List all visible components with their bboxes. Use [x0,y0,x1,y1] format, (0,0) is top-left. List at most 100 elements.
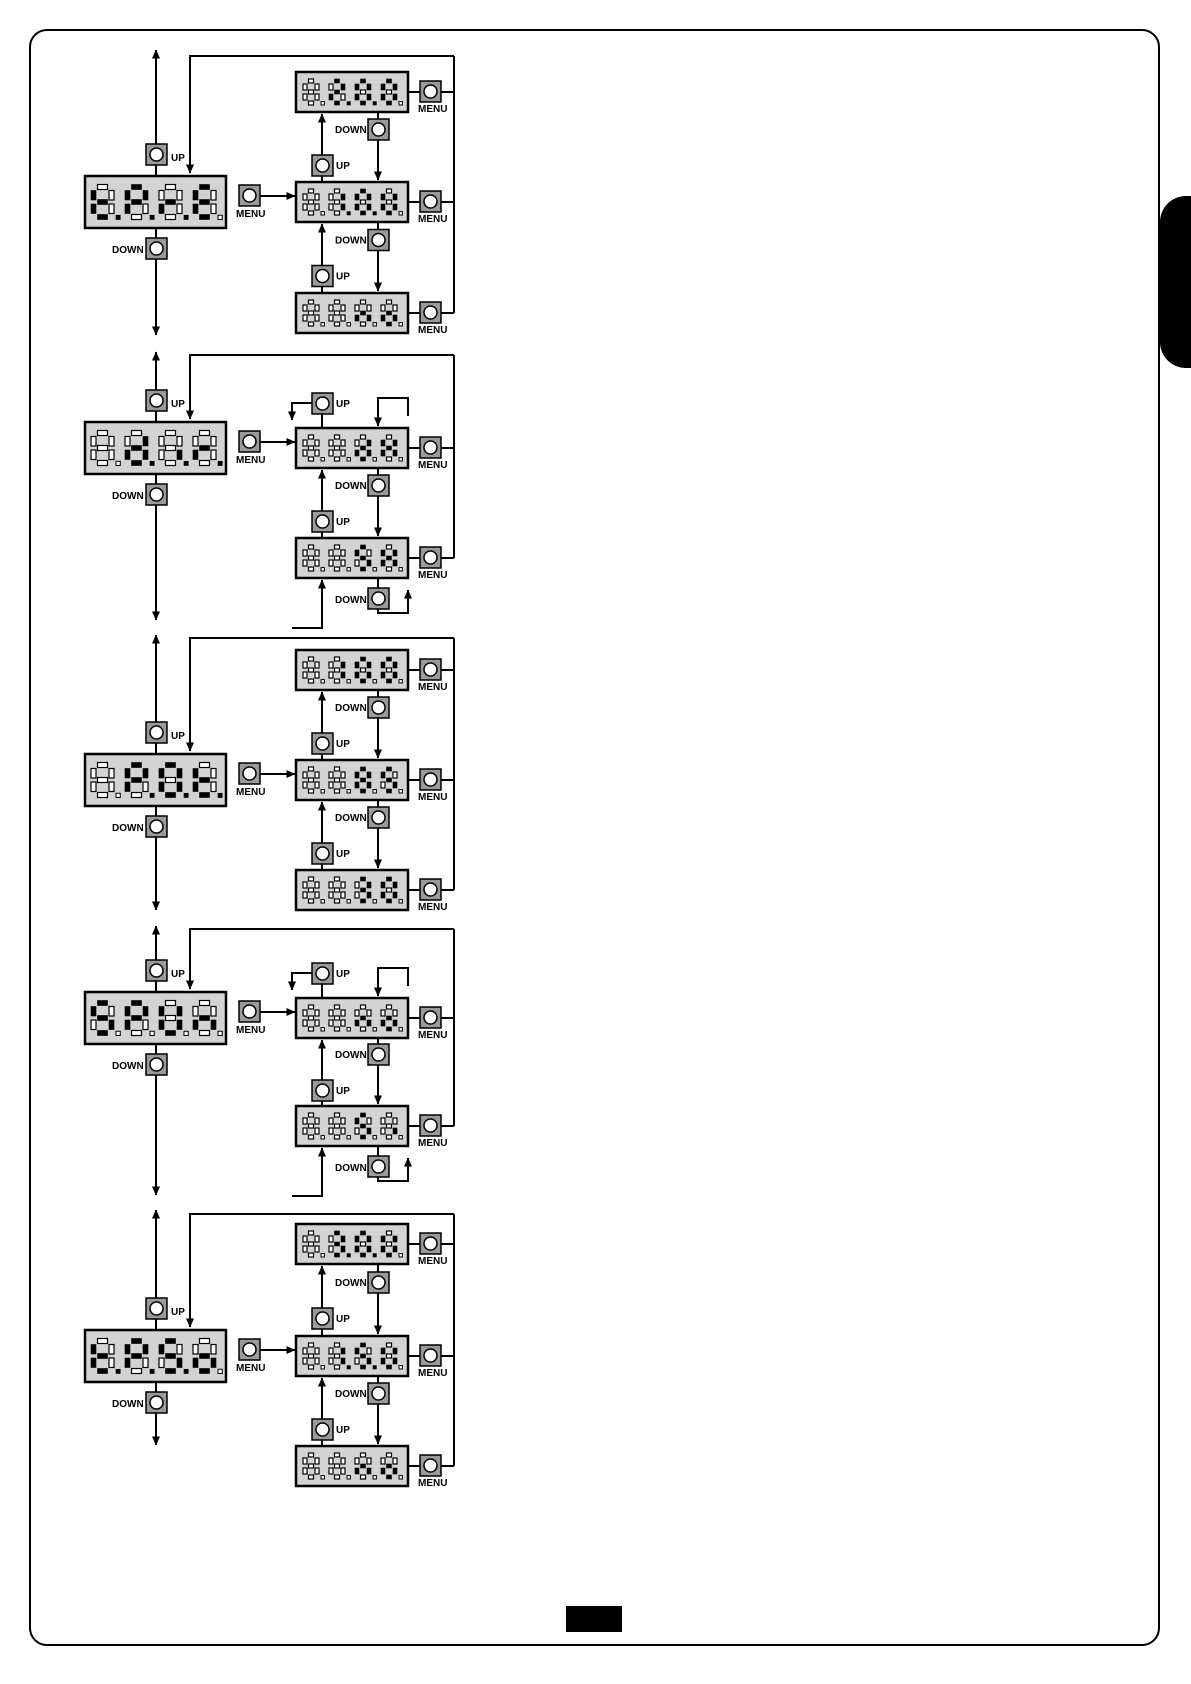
down-button[interactable] [368,1272,389,1293]
down-button[interactable] [368,588,389,609]
down-button[interactable] [368,1156,389,1177]
down-label: DOWN [112,823,144,834]
menu-button[interactable] [420,302,441,323]
menu-button[interactable] [239,1001,260,1022]
up-button[interactable] [312,1419,333,1440]
menu-button[interactable] [420,191,441,212]
menu-button[interactable] [420,1455,441,1476]
menu-label: MENU [418,1478,447,1489]
menu-button[interactable] [420,547,441,568]
up-label: UP [171,153,185,164]
option-display-tpso-1 [296,1336,408,1376]
option-display-tpso-2 [296,1446,408,1486]
down-label: DOWN [335,595,367,606]
down-label: DOWN [335,1050,367,1061]
up-label: UP [171,969,185,980]
down-button[interactable] [146,1392,167,1413]
wrap-in-arrow [378,398,408,426]
menu-label: MENU [236,1363,265,1374]
menu-button[interactable] [420,879,441,900]
wrap-in-arrow [292,1148,322,1196]
down-label: DOWN [335,703,367,714]
menu-label: MENU [418,1256,447,1267]
wrap-in-arrow [292,580,322,628]
menu-label: MENU [236,455,265,466]
down-button[interactable] [368,1383,389,1404]
menu-label: MENU [236,1025,265,1036]
menu-button[interactable] [239,431,260,452]
down-button[interactable] [368,807,389,828]
up-label: UP [336,161,350,172]
up-button[interactable] [146,960,167,981]
up-button[interactable] [312,266,333,287]
up-button[interactable] [312,155,333,176]
up-button[interactable] [146,722,167,743]
option-display-tpre-0 [296,72,408,112]
down-label: DOWN [335,1278,367,1289]
menu-button[interactable] [239,1339,260,1360]
menu-button[interactable] [420,769,441,790]
menu-label: MENU [236,209,265,220]
main-display-pot [85,754,226,806]
menu-label: MENU [418,1030,447,1041]
up-button[interactable] [312,963,333,984]
down-button[interactable] [146,1054,167,1075]
option-display-spun-0 [296,998,408,1038]
main-display-spun [85,992,226,1044]
up-button[interactable] [312,1080,333,1101]
menu-label: MENU [418,1138,447,1149]
menu-button[interactable] [420,659,441,680]
up-button[interactable] [146,144,167,165]
down-label: DOWN [335,125,367,136]
menu-button[interactable] [420,1115,441,1136]
up-button[interactable] [312,1308,333,1329]
up-label: UP [336,849,350,860]
down-button[interactable] [368,1044,389,1065]
menu-button[interactable] [420,81,441,102]
menu-label: MENU [236,787,265,798]
down-label: DOWN [112,1399,144,1410]
up-button[interactable] [312,511,333,532]
up-button[interactable] [146,390,167,411]
option-display-tpre-2 [296,293,408,333]
option-display-pot-1 [296,760,408,800]
up-label: UP [336,1425,350,1436]
menu-label: MENU [418,325,447,336]
down-button[interactable] [368,697,389,718]
up-label: UP [336,517,350,528]
option-display-pot-0 [296,650,408,690]
up-button[interactable] [312,733,333,754]
down-label: DOWN [335,1163,367,1174]
down-label: DOWN [335,813,367,824]
down-button[interactable] [146,238,167,259]
menu-button[interactable] [420,1233,441,1254]
up-button[interactable] [312,393,333,414]
menu-button[interactable] [239,763,260,784]
down-button[interactable] [368,230,389,251]
menu-label: MENU [418,682,447,693]
option-display-dir-1 [296,538,408,578]
up-label: UP [336,1314,350,1325]
option-display-tpre-1 [296,182,408,222]
wrap-in-arrow [378,968,408,996]
up-label: UP [171,399,185,410]
up-label: UP [336,399,350,410]
menu-label: MENU [418,570,447,581]
down-button[interactable] [368,475,389,496]
menu-button[interactable] [239,185,260,206]
menu-button[interactable] [420,1007,441,1028]
menu-label: MENU [418,214,447,225]
menu-button[interactable] [420,1345,441,1366]
down-label: DOWN [335,1389,367,1400]
down-button[interactable] [368,119,389,140]
menu-label: MENU [418,1368,447,1379]
menu-button[interactable] [420,437,441,458]
down-button[interactable] [146,816,167,837]
main-display-tpso [85,1330,226,1382]
up-button[interactable] [312,843,333,864]
down-button[interactable] [146,484,167,505]
up-button[interactable] [146,1298,167,1319]
option-display-spun-1 [296,1106,408,1146]
up-label: UP [336,272,350,283]
